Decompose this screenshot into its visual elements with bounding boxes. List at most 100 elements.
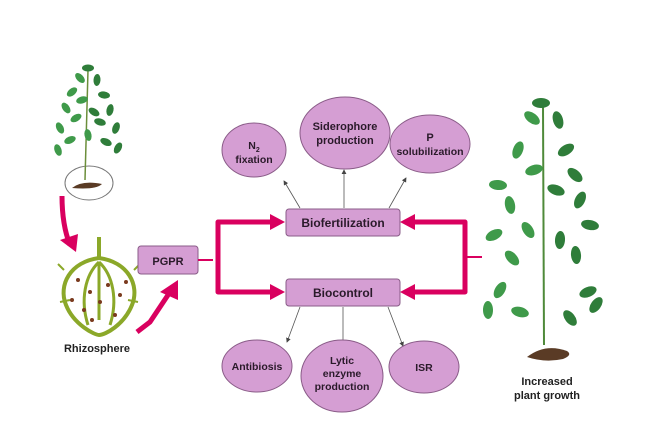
- arrow-rhizosphere-to-pgpr: [135, 290, 173, 334]
- soil-clump: [527, 348, 570, 361]
- leaf: [511, 306, 529, 318]
- arrow-head: [60, 234, 78, 252]
- bacteria-dot: [70, 298, 74, 302]
- svg-text:ISR: ISR: [415, 362, 433, 374]
- leaf-cluster: [482, 98, 603, 326]
- leaf: [557, 143, 575, 157]
- soil-clump: [72, 182, 102, 189]
- arrow-to-p-solubilization: [388, 177, 407, 209]
- arrow-to-isr: [387, 306, 404, 347]
- bacteria-dot: [124, 280, 128, 284]
- leaf: [84, 129, 92, 141]
- biofertilization-node: Biofertilization: [285, 208, 401, 237]
- leaf: [55, 122, 65, 134]
- svg-text:Antibiosis: Antibiosis: [232, 361, 283, 373]
- leaf: [504, 196, 516, 214]
- soil-circle: [64, 165, 114, 201]
- svg-text:Biofertilization: Biofertilization: [301, 216, 384, 230]
- arrow-to-n2-fixation: [283, 180, 301, 209]
- arrowhead-to-biocontrol-right: [400, 284, 415, 300]
- leaf: [552, 111, 564, 129]
- bacteria-dot: [98, 300, 102, 304]
- arrowhead-to-biofertilization-left: [270, 214, 285, 230]
- leaf: [66, 87, 78, 97]
- left-plant-illustration: [54, 64, 123, 201]
- bacteria-dots: [70, 278, 128, 322]
- svg-text:P: P: [426, 132, 433, 144]
- leaf: [589, 297, 603, 313]
- n2-fixation-node: N2 fixation: [221, 122, 287, 178]
- svg-text:production: production: [315, 381, 370, 393]
- p-solubilization-node: P solubilization: [389, 114, 471, 174]
- leaf: [75, 73, 85, 83]
- leaf: [61, 102, 71, 114]
- right-plant-illustration: [482, 98, 603, 361]
- bracket-left: [215, 219, 278, 295]
- svg-text:production: production: [316, 135, 374, 147]
- rhizosphere-label: Rhizosphere: [64, 343, 130, 355]
- bacteria-dot: [106, 283, 110, 287]
- leaf: [570, 246, 582, 264]
- bacteria-dot: [90, 318, 94, 322]
- leaf: [70, 113, 82, 123]
- leaf: [521, 221, 535, 239]
- leaf: [524, 111, 540, 125]
- biocontrol-node: Biocontrol: [285, 278, 401, 307]
- leaf: [489, 179, 507, 191]
- leaf: [563, 310, 577, 326]
- leaf: [581, 219, 599, 231]
- leaf: [504, 250, 520, 266]
- bracket-right: [408, 219, 468, 295]
- svg-text:Lytic: Lytic: [330, 355, 354, 367]
- leaf: [485, 228, 503, 242]
- svg-text:Biocontrol: Biocontrol: [313, 286, 373, 300]
- isr-node: ISR: [388, 340, 460, 394]
- arrowhead-to-biofertilization-right: [400, 214, 415, 230]
- leaf: [525, 164, 543, 176]
- leaf: [64, 136, 76, 144]
- leaf: [574, 191, 586, 209]
- svg-text:solubilization: solubilization: [396, 146, 463, 158]
- leaf: [106, 104, 114, 116]
- leaf: [54, 144, 62, 156]
- leaf: [76, 96, 88, 104]
- leaf-cluster: [54, 64, 123, 156]
- leaf: [100, 137, 112, 147]
- leaf: [93, 74, 101, 86]
- svg-text:enzyme: enzyme: [323, 368, 362, 380]
- pgpr-node: PGPR: [137, 245, 199, 275]
- siderophore-production-node: Siderophore production: [299, 96, 391, 170]
- leaf: [554, 231, 566, 249]
- svg-text:Siderophore: Siderophore: [313, 121, 378, 133]
- leaf: [567, 167, 583, 183]
- bacteria-dot: [118, 293, 122, 297]
- antibiosis-node: Antibiosis: [221, 339, 293, 393]
- bacteria-dot: [82, 308, 86, 312]
- bacteria-dot: [76, 278, 80, 282]
- lytic-enzyme-production-node: Lytic enzyme production: [300, 339, 384, 413]
- stem: [84, 69, 89, 181]
- leaf: [94, 118, 106, 126]
- leaf: [512, 141, 524, 159]
- increased-growth-caption-line2: plant growth: [514, 390, 580, 402]
- leaf: [88, 107, 100, 117]
- leaf: [493, 281, 507, 299]
- leaf: [82, 64, 94, 72]
- leaf: [579, 286, 597, 298]
- leaf: [532, 98, 550, 108]
- leaf: [112, 122, 120, 134]
- rhizosphere-illustration: [57, 237, 141, 337]
- stem: [542, 104, 545, 346]
- leaf: [482, 301, 494, 319]
- svg-text:PGPR: PGPR: [152, 256, 183, 268]
- svg-text:N2: N2: [248, 140, 260, 154]
- arrowhead-to-biocontrol-left: [270, 284, 285, 300]
- bacteria-dot: [88, 290, 92, 294]
- leaf: [98, 91, 110, 99]
- leaf: [113, 142, 123, 154]
- increased-growth-caption-line1: Increased: [521, 376, 572, 388]
- svg-text:fixation: fixation: [235, 154, 272, 166]
- arrow-to-antibiosis: [286, 306, 301, 343]
- leaf: [547, 184, 565, 196]
